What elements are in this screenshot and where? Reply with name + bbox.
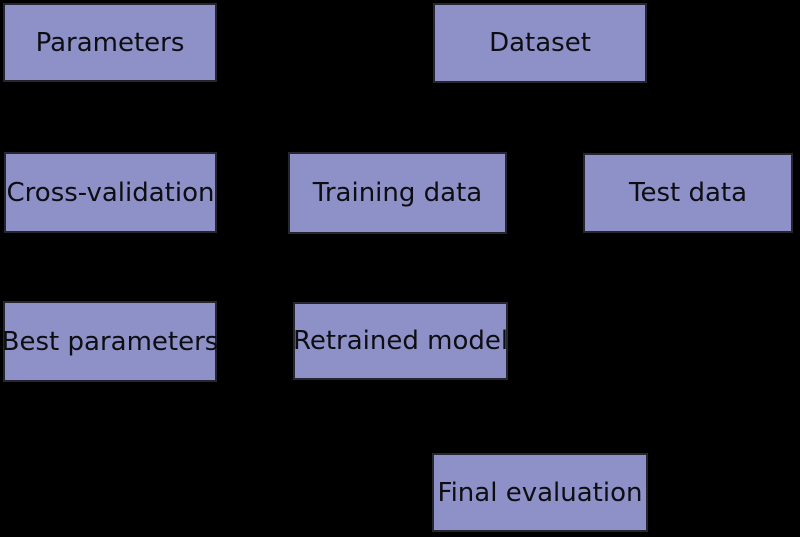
node-dataset: Dataset <box>433 3 647 83</box>
node-cross-validation: Cross-validation <box>4 152 217 233</box>
node-retrained-model: Retrained model <box>293 302 508 380</box>
node-test-data: Test data <box>583 153 793 233</box>
node-parameters: Parameters <box>3 3 217 82</box>
node-training-data: Training data <box>288 152 507 234</box>
node-final-evaluation: Final evaluation <box>432 453 648 532</box>
node-best-parameters: Best parameters <box>2 301 218 382</box>
